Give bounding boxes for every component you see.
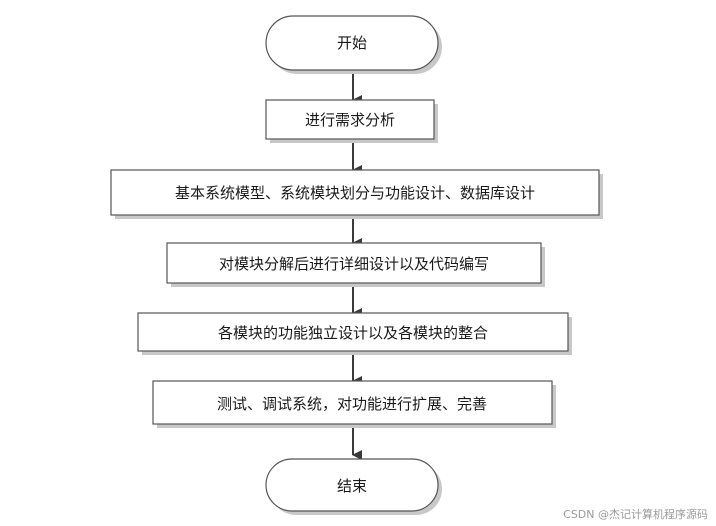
step-3-node: 对模块分解后进行详细设计以及代码编写: [166, 242, 545, 287]
step-5-label: 测试、调试系统，对功能进行扩展、完善: [217, 395, 487, 413]
watermark-text: CSDN @杰记计算机程序源码: [563, 508, 708, 521]
step-1-label: 进行需求分析: [305, 111, 395, 129]
end-label: 结束: [337, 477, 367, 495]
step-2-label: 基本系统模型、系统模块划分与功能设计、数据库设计: [175, 184, 535, 202]
step-1-node: 进行需求分析: [265, 99, 438, 143]
step-2-node: 基本系统模型、系统模块划分与功能设计、数据库设计: [110, 169, 603, 219]
step-4-node: 各模块的功能独立设计以及各模块的整合: [137, 312, 572, 355]
end-node: 结束: [265, 458, 442, 515]
start-node: 开始: [265, 15, 442, 74]
step-4-label: 各模块的功能独立设计以及各模块的整合: [218, 324, 488, 342]
step-3-label: 对模块分解后进行详细设计以及代码编写: [219, 255, 489, 273]
start-label: 开始: [337, 34, 367, 52]
step-5-node: 测试、调试系统，对功能进行扩展、完善: [152, 380, 556, 428]
